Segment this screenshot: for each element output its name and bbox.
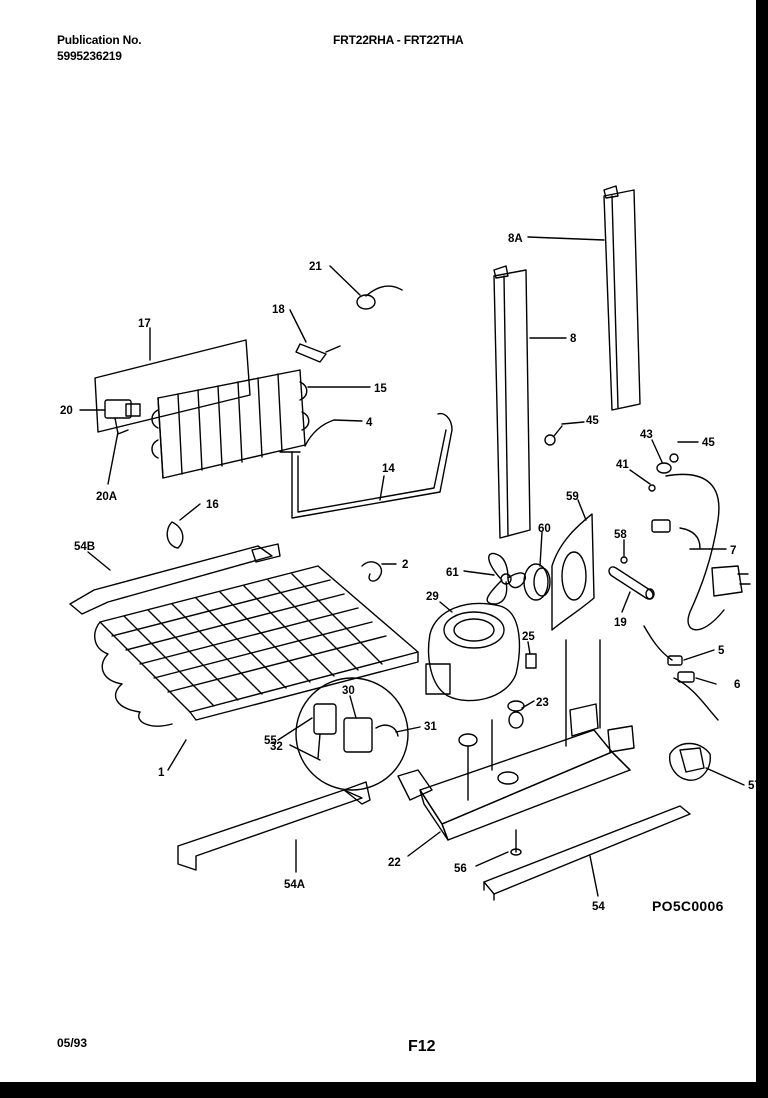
part-4-heater-wire	[304, 419, 335, 447]
part-5-lead	[643, 625, 683, 666]
callout-23: 23	[536, 697, 549, 709]
parts-diagram: 21 18 17 15 20 20A 4 14 16 8A 8 45 43 45…	[60, 185, 756, 913]
callout-6: 6	[734, 679, 740, 691]
part-18-sensor	[295, 343, 341, 363]
part-8-rear-panel	[493, 265, 531, 539]
callout-4: 4	[366, 417, 373, 429]
part-54B-bracket	[69, 543, 281, 615]
publication-label: Publication No.	[57, 33, 142, 47]
callout-54B: 54B	[74, 541, 95, 553]
callout-55: 55	[264, 735, 277, 747]
callout-57: 57	[748, 780, 756, 792]
part-58-screw	[620, 556, 628, 564]
part-60-fan-motor	[523, 563, 551, 601]
callout-14: 14	[382, 463, 395, 475]
part-14-tube	[279, 412, 453, 519]
callout-61: 61	[446, 567, 459, 579]
callout-20A: 20A	[96, 491, 117, 503]
part-8A-rear-panel	[603, 185, 641, 411]
callout-56: 56	[454, 863, 467, 875]
callout-17: 17	[138, 318, 151, 330]
callout-31: 31	[424, 721, 437, 733]
callout-45-a: 45	[586, 415, 599, 427]
page-number: F12	[408, 1038, 436, 1055]
part-25-grommet	[525, 653, 537, 669]
callout-labels: 21 18 17 15 20 20A 4 14 16 8A 8 45 43 45…	[60, 233, 756, 913]
part-41-screw	[648, 484, 656, 492]
callout-22: 22	[388, 857, 401, 869]
callout-18: 18	[272, 304, 285, 316]
part-2-clip	[361, 561, 383, 582]
drawing-code: PO5C0006	[652, 898, 724, 914]
publication-number: 5995236219	[57, 49, 122, 63]
callout-20: 20	[60, 405, 73, 417]
callout-19: 19	[614, 617, 627, 629]
callout-2: 2	[402, 559, 408, 571]
part-6-lead	[673, 671, 719, 721]
callout-7: 7	[730, 545, 736, 557]
part-45-screw-b	[669, 453, 679, 463]
callout-54: 54	[592, 901, 605, 913]
part-inset-relay	[295, 677, 409, 791]
callout-16: 16	[206, 499, 219, 511]
scan-edge-right	[756, 0, 768, 1098]
part-29-compressor	[425, 602, 521, 702]
callout-8: 8	[570, 333, 577, 345]
part-43-grommet	[656, 462, 672, 474]
callout-5: 5	[718, 645, 725, 657]
part-19-drain-tube	[608, 566, 655, 600]
callout-54A: 54A	[284, 879, 305, 891]
model-numbers: FRT22RHA - FRT22THA	[333, 33, 464, 47]
part-56-screw	[510, 829, 522, 856]
part-1-condenser	[94, 565, 419, 727]
leader-lines	[79, 236, 745, 897]
part-16-clip	[166, 521, 184, 549]
callout-30: 30	[342, 685, 355, 697]
callout-60: 60	[538, 523, 551, 535]
part-21-thermostat	[356, 285, 403, 310]
part-22-base-pan	[397, 639, 635, 841]
callout-59: 59	[566, 491, 579, 503]
part-45-screw-a	[544, 425, 563, 446]
callout-1: 1	[158, 767, 165, 779]
part-61-fan-blade	[486, 552, 527, 605]
part-7-power-cord	[651, 473, 751, 631]
callout-32: 32	[270, 741, 283, 753]
callout-8A: 8A	[508, 233, 523, 245]
callout-29: 29	[426, 591, 439, 603]
scan-edge-bottom	[0, 1082, 768, 1098]
callout-25: 25	[522, 631, 535, 643]
part-57-leg	[669, 742, 711, 781]
part-54A-bracket	[177, 781, 371, 871]
part-17-cover-panel	[94, 339, 251, 433]
part-23-grommet	[507, 700, 525, 729]
callout-41: 41	[616, 459, 629, 471]
part-59-fan-shroud	[551, 513, 595, 631]
part-15-evaporator	[151, 369, 310, 479]
callout-15: 15	[374, 383, 387, 395]
callout-58: 58	[614, 529, 627, 541]
part-54-trim	[483, 805, 691, 901]
callout-43: 43	[640, 429, 653, 441]
callout-21: 21	[309, 261, 322, 273]
footer-date: 05/93	[57, 1036, 88, 1050]
callout-45-b: 45	[702, 437, 715, 449]
